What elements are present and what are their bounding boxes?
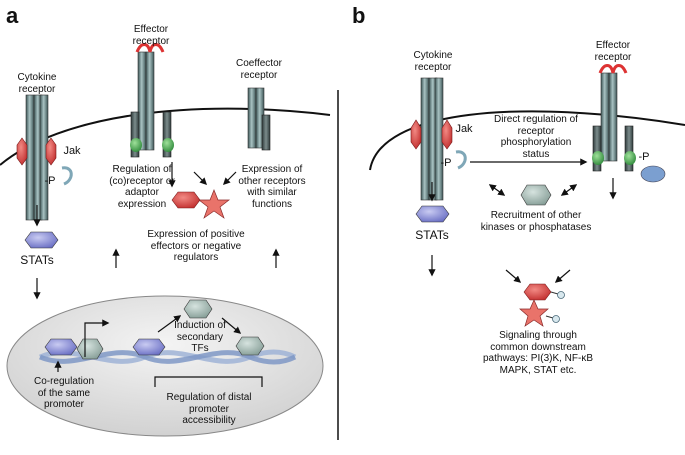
arrow-to-star-left-a	[193, 171, 208, 186]
label-cytokine-receptor-b: Cytokine receptor	[413, 50, 453, 73]
cell-membrane-b	[369, 110, 685, 171]
label-effector-receptor-a: Effector receptor	[132, 24, 170, 47]
phospho-dot-2	[552, 315, 560, 323]
phospho-curl-a	[61, 166, 73, 186]
label-phospho-right-b: -P	[638, 151, 650, 163]
arrow-signal-left	[505, 269, 522, 283]
signaling-hexagon	[523, 283, 552, 301]
label-cytokine-receptor-a: Cytokine receptor	[17, 72, 57, 95]
tf-on-dna-a	[76, 338, 104, 360]
label-signaling: Signaling through common downstream path…	[482, 330, 594, 376]
phospho-dot-1	[557, 291, 565, 299]
label-induction-tfs: Induction of secondary TFs	[174, 320, 226, 354]
label-jak-b: Jak	[455, 123, 473, 135]
jak-hexagon-right-b	[441, 119, 453, 150]
label-effector-receptor-b: Effector receptor	[594, 40, 632, 63]
arrow-tf-to-dna	[221, 317, 242, 334]
phospho-stick-1	[550, 291, 559, 295]
jak-hexagon-left-a	[16, 137, 28, 166]
label-regulation-receptor: Regulation of (co)receptor or adaptor ex…	[109, 164, 175, 210]
coeffector-receptor-a	[247, 87, 271, 151]
label-stats-a: STATs	[20, 253, 54, 267]
panel-label-a: a	[6, 3, 19, 28]
jak-hexagon-left-b	[410, 119, 422, 150]
jak-hexagon-right-a	[45, 137, 57, 166]
panel-label-b: b	[352, 3, 366, 28]
cytokine-receptor-a	[25, 94, 49, 221]
label-direct-regulation: Direct regulation of receptor phosphoryl…	[494, 114, 578, 160]
effector-receptor-b	[592, 64, 636, 172]
label-recruitment: Recruitment of other kinases or phosphat…	[480, 210, 592, 233]
star-a	[197, 189, 231, 219]
arrow-signal-right	[554, 269, 571, 283]
label-coregulation: Co-regulation of the same promoter	[33, 376, 95, 410]
phospho-stick-2	[545, 315, 554, 319]
effector-receptor-a	[130, 43, 174, 158]
stats-hexagon-b	[415, 205, 450, 223]
adaptor-oval-b	[640, 165, 666, 183]
bracket-distal	[154, 376, 263, 387]
cytokine-receptor-b	[420, 77, 444, 201]
label-stats-b: STATs	[415, 228, 449, 242]
label-phospho-left-b: -P	[440, 157, 452, 169]
secondary-tf-on-dna	[235, 336, 265, 356]
stats-hexagon-a	[24, 231, 59, 249]
label-jak-a: Jak	[63, 145, 81, 157]
label-expression-effectors: Expression of positive effectors or nega…	[147, 229, 245, 263]
label-expression-other: Expression of other receptors with simil…	[238, 164, 306, 210]
arrow-induce-tf	[157, 315, 182, 333]
signaling-star	[519, 299, 549, 327]
nucleus	[6, 295, 324, 437]
label-phospho-a: -P	[44, 175, 56, 187]
stat-on-dna-b	[132, 338, 166, 356]
recruitment-hexagon	[520, 184, 552, 206]
stat-on-dna-a	[44, 338, 78, 356]
arrow-recruit-right	[560, 184, 578, 196]
label-coeffector-receptor-a: Coeffector receptor	[236, 58, 282, 81]
secondary-tf-top	[183, 299, 213, 319]
label-distal-promoter: Regulation of distal promoter accessibil…	[166, 392, 252, 426]
arrow-recruit-left	[488, 184, 506, 196]
arrow-transcription-start	[84, 319, 110, 357]
arrow-to-star-right-a	[222, 171, 237, 186]
phospho-curl-b	[455, 150, 467, 170]
